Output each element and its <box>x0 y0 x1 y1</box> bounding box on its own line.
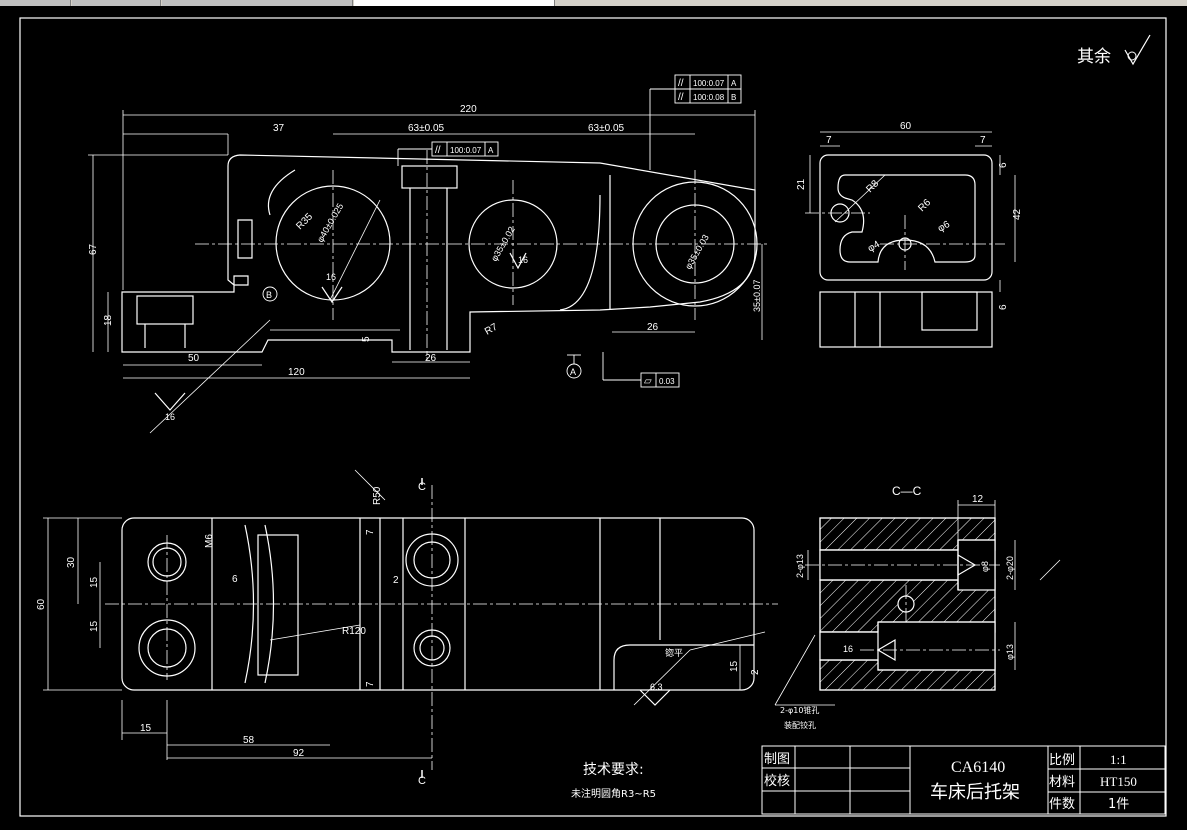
sec-callout-1: 2-φ10锥孔 <box>780 705 819 715</box>
top-dim-r50: R50 <box>372 486 383 505</box>
tab-4-active[interactable] <box>354 0 555 6</box>
top-dim-6: 6 <box>232 574 238 585</box>
cut-letter-c-2: C <box>418 775 426 787</box>
tab-bar <box>0 0 1187 6</box>
top-dim-15-c: 15 <box>729 660 740 672</box>
tb-part-name: 车床后托架 <box>930 782 1020 803</box>
side-view <box>805 131 1016 348</box>
rough-16-a: 16 <box>165 412 175 422</box>
side-dim-60: 60 <box>900 121 912 132</box>
tol-val-2: 100:0.08 <box>693 93 725 102</box>
dim-50: 50 <box>188 353 200 364</box>
tb-drawn-label: 制图 <box>764 752 790 767</box>
tb-qty-label: 件数 <box>1049 797 1075 812</box>
top-dim-m6: M6 <box>204 534 215 548</box>
tol-datum-3: A <box>488 146 494 155</box>
tol-datum-1: A <box>731 79 737 88</box>
dim-67: 67 <box>88 243 99 255</box>
sec-dim-2-phi13: 2-φ13 <box>795 554 805 578</box>
top-dim-60: 60 <box>36 598 47 610</box>
top-dim-58: 58 <box>243 735 255 746</box>
dim-26-a: 26 <box>425 353 437 364</box>
tb-checked-label: 校核 <box>764 773 790 789</box>
cut-letter-c-1: C <box>418 481 426 493</box>
section-view-c-c <box>774 500 1061 706</box>
bore-phi35-b: φ35±0.03 <box>683 233 711 271</box>
tol-sym-1: // <box>678 78 684 89</box>
top-dim-r120: R120 <box>342 626 366 637</box>
top-dim-30: 30 <box>66 556 77 568</box>
tech-req-note: 未注明圆角R3~R5 <box>571 787 656 800</box>
sec-dim-2-phi20: 2-φ20 <box>1005 556 1015 580</box>
top-dim-7-b: 7 <box>365 681 376 687</box>
tab-3[interactable] <box>162 0 353 6</box>
note-counterbore: 锪平 <box>665 647 683 659</box>
tol-val-1: 100:0.07 <box>693 79 725 88</box>
datum-letter-b: B <box>266 290 272 300</box>
side-dim-phi6: φ6 <box>936 219 952 235</box>
dim-63-b: 63±0.05 <box>588 123 625 134</box>
sheet-border <box>19 17 1167 817</box>
top-dim-7-a: 7 <box>365 529 376 535</box>
rough-16-b: 16 <box>326 272 336 282</box>
note-rough-6-3: 6.3 <box>650 682 663 692</box>
rough-16-c: 16 <box>518 255 528 265</box>
tab-1[interactable] <box>0 0 71 6</box>
side-dim-7-a: 7 <box>826 135 832 146</box>
sec-callout-2: 装配铰孔 <box>784 720 816 730</box>
sec-dim-16: 16 <box>843 644 853 654</box>
side-dim-21: 21 <box>796 178 807 190</box>
top-view <box>43 469 778 778</box>
dim-120: 120 <box>288 367 305 378</box>
sec-dim-phi8: φ8 <box>980 561 990 572</box>
tol-val-4: 0.03 <box>659 377 675 386</box>
tb-material: HT150 <box>1100 774 1137 789</box>
tb-scale: 1:1 <box>1110 752 1127 767</box>
bore-phi40: φ40±0.025 <box>315 201 345 244</box>
tol-val-3: 100:0.07 <box>450 146 482 155</box>
tab-2[interactable] <box>72 0 161 6</box>
tb-material-label: 材料 <box>1049 775 1075 790</box>
tb-scale-label: 比例 <box>1049 753 1075 768</box>
side-dim-r6: R6 <box>916 197 933 214</box>
top-dim-92: 92 <box>293 748 305 759</box>
tb-qty: 1件 <box>1108 797 1129 812</box>
title-block-frame <box>761 745 1166 815</box>
top-dim-2-b: 2 <box>750 669 761 675</box>
sec-dim-phi13: φ13 <box>1005 644 1015 660</box>
tol-datum-2: B <box>731 93 736 102</box>
side-dim-phi4: φ4 <box>866 239 882 255</box>
dim-220: 220 <box>460 104 477 115</box>
top-dim-15-d: 15 <box>140 723 152 734</box>
surface-note: 其余 <box>1077 47 1111 67</box>
dim-r35: R35 <box>294 211 315 232</box>
datum-letter-a: A <box>570 367 576 377</box>
side-dim-6-a: 6 <box>998 162 1009 168</box>
dim-63-a: 63±0.05 <box>408 123 445 134</box>
tol-sym-4: ▱ <box>644 376 652 387</box>
side-dim-6-b: 6 <box>998 304 1009 310</box>
dim-r7: R7 <box>483 321 500 337</box>
dim-5: 5 <box>361 336 372 342</box>
dim-18: 18 <box>103 314 114 326</box>
geometric-tolerances <box>262 74 742 388</box>
top-dim-2-a: 2 <box>393 575 399 586</box>
side-dim-42: 42 <box>1012 208 1023 220</box>
side-dim-7-b: 7 <box>980 135 986 146</box>
front-view <box>88 110 770 434</box>
top-dim-15-a: 15 <box>89 576 100 588</box>
sec-dim-12: 12 <box>972 494 984 505</box>
section-label: C—C <box>892 484 922 498</box>
tech-req-heading: 技术要求: <box>583 762 644 778</box>
tol-sym-2: // <box>678 92 684 103</box>
dim-37: 37 <box>273 123 285 134</box>
dim-35: 35±0.07 <box>752 280 762 312</box>
tb-model: CA6140 <box>951 759 1005 776</box>
tol-sym-3: // <box>435 145 441 156</box>
dim-26-b: 26 <box>647 322 659 333</box>
top-dim-15-b: 15 <box>89 620 100 632</box>
